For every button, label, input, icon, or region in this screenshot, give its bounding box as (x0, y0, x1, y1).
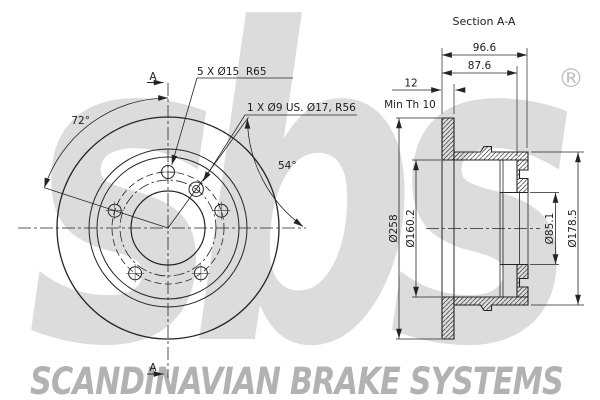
label-leaders (171, 77, 357, 182)
registered-trademark-icon: ® (558, 64, 584, 94)
dimension-lines (392, 52, 581, 339)
front-centerlines (18, 83, 306, 378)
section-marker-bottom: A (149, 362, 157, 374)
extension-lines (396, 48, 584, 340)
section-edges (441, 118, 529, 339)
dim-overall-width: 96.6 (473, 42, 497, 54)
dim-drum-diameter: Ø178.5 (567, 209, 579, 247)
section-cut-areas (441, 117, 529, 340)
section-view: Section A-A 96.6 87.6 12 Min Th 10 Ø258 … (384, 15, 584, 340)
angle-72-label: 72° (71, 115, 90, 127)
pin-hole (188, 181, 204, 197)
dim-friction-inner-diameter: Ø160.2 (405, 209, 417, 247)
section-cut-markers (147, 79, 164, 377)
brand-text: SCANDINAVIAN BRAKE SYSTEMS (30, 360, 564, 400)
dim-disc-thickness: 12 (404, 78, 417, 90)
dim-hat-depth: 87.6 (468, 60, 492, 72)
front-view: 5 X Ø15 R65 1 X Ø9 US. Ø17, R56 72° 54° … (18, 66, 357, 378)
dim-center-bore: Ø85.1 (544, 213, 556, 245)
section-marker-top: A (149, 71, 157, 83)
section-title: Section A-A (453, 15, 516, 28)
bolt-hole-label: 5 X Ø15 R65 (197, 66, 267, 78)
dim-outer-diameter: Ø258 (388, 214, 400, 242)
angle-54-label: 54° (278, 160, 297, 172)
dim-min-thickness: Min Th 10 (384, 99, 436, 111)
pin-hole-label: 1 X Ø9 US. Ø17, R56 (247, 102, 356, 114)
